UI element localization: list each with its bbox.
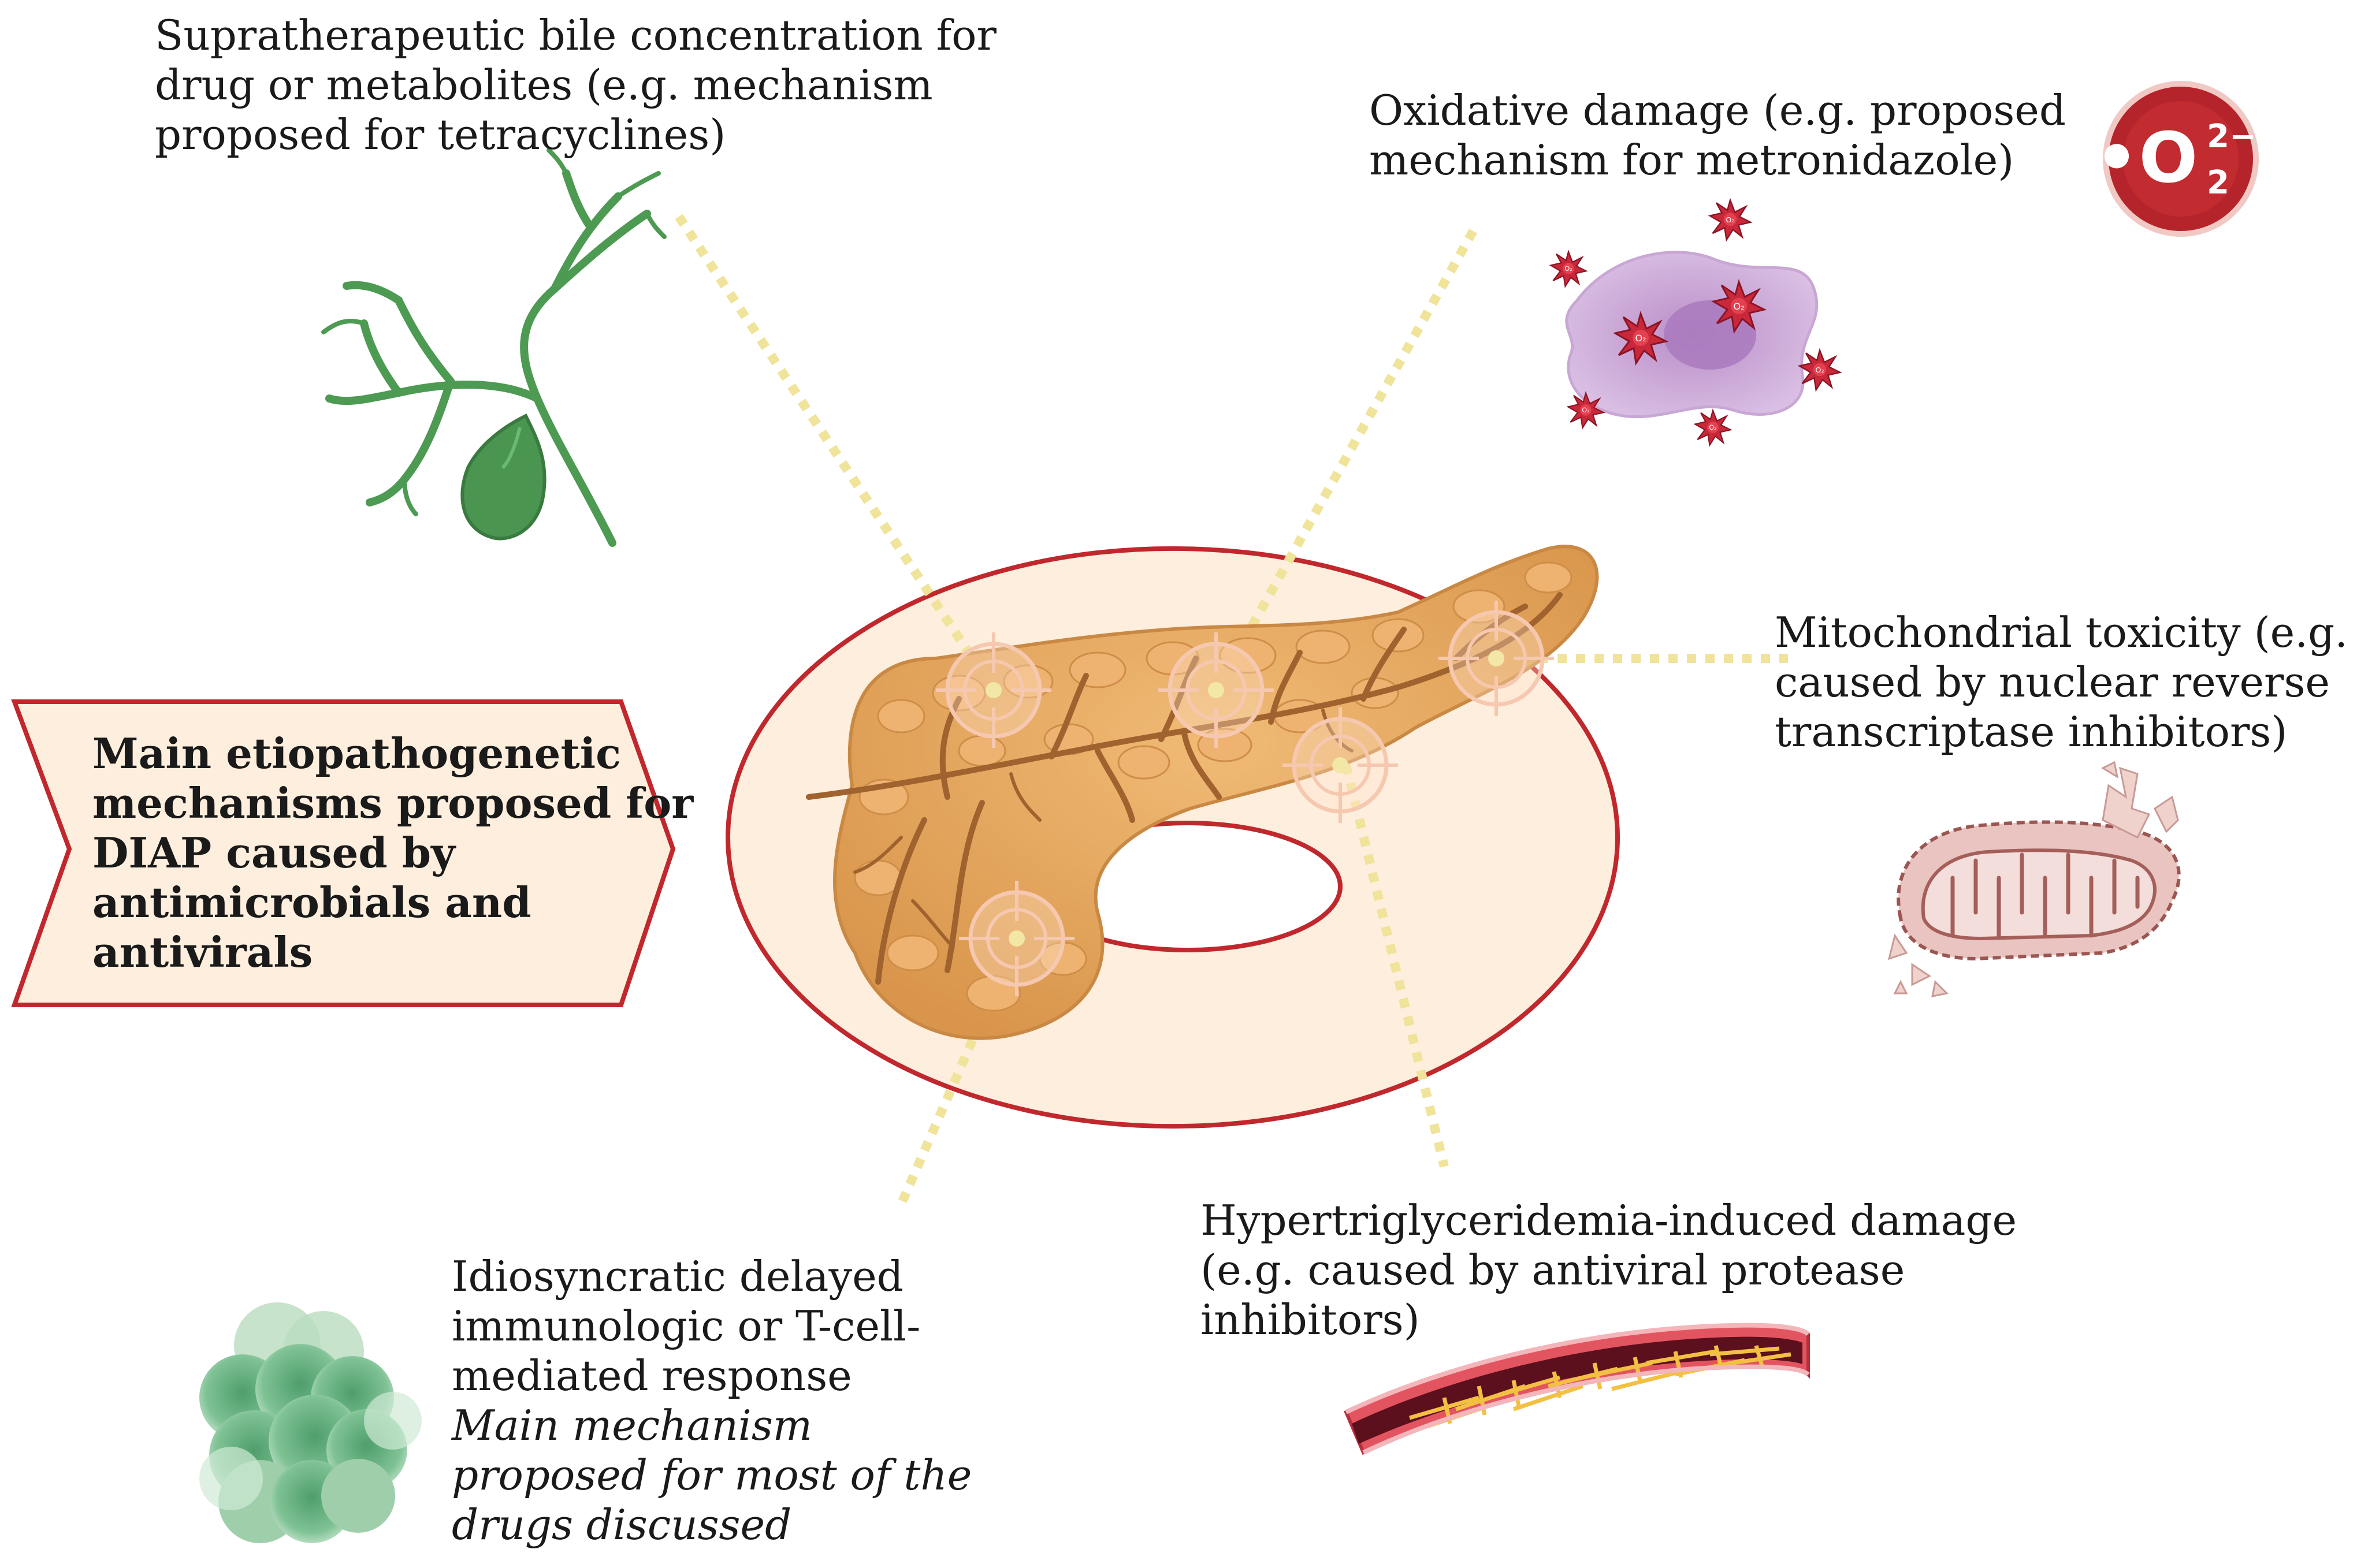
badge-subscript: 2 (2207, 164, 2229, 202)
main-title-line: antimicrobials and (92, 878, 531, 927)
hypertriglyceridemia-mechanism-label: Hypertriglyceridemia-induced damage (e.g… (1200, 1195, 2017, 1344)
oxidative-label-line: mechanism for metronidazole) (1369, 136, 2014, 184)
bile-label-line: drug or metabolites (e.g. mechanism (155, 61, 933, 109)
connector-bile (675, 214, 998, 693)
connector-oxidative (1212, 229, 1477, 692)
idiosyncratic-label-line: Idiosyncratic delayed (452, 1252, 904, 1301)
connector-hypertriglyceridemia (1341, 764, 1449, 1168)
idiosyncratic-note-line: drugs discussed (452, 1500, 792, 1549)
main-title-line: mechanisms proposed for (92, 779, 694, 828)
superoxide-badge-icon: •O 2− 2 (2095, 81, 2259, 237)
mitochondrial-label-line: transcriptase inhibitors) (1775, 707, 2288, 756)
idiosyncratic-label-line: immunologic or T-cell- (452, 1302, 921, 1350)
main-title-line: DIAP caused by (92, 828, 455, 877)
hypertriglyceridemia-label-line: (e.g. caused by antiviral protease (1200, 1246, 1905, 1294)
mitochondrial-mechanism-label: Mitochondrial toxicity (e.g. caused by n… (1775, 608, 2348, 757)
main-title-line: Main etiopathogenetic (92, 729, 621, 778)
idiosyncratic-note-line: proposed for most of the (452, 1451, 972, 1499)
oxidative-stress-cell-icon (1550, 199, 1841, 446)
mitochondrion-icon (1887, 761, 2181, 997)
gallbladder-biliary-tree-icon (321, 148, 667, 547)
main-mechanisms-title: Main etiopathogenetic mechanisms propose… (92, 729, 693, 977)
hypertriglyceridemia-label-line: Hypertriglyceridemia-induced damage (1200, 1196, 2017, 1245)
connector-idiosyncratic (897, 936, 1021, 1206)
idiosyncratic-note-line: Main mechanism (452, 1401, 813, 1450)
badge-symbol: •O (2095, 118, 2198, 199)
t-cell-cluster-icon (199, 1302, 422, 1543)
oxidative-mechanism-label: Oxidative damage (e.g. proposed mechanis… (1369, 85, 2066, 185)
oxidative-label-line: Oxidative damage (e.g. proposed (1369, 86, 2066, 135)
badge-superscript: 2− (2207, 118, 2256, 155)
main-title-line: antivirals (92, 928, 313, 977)
mitochondrial-label-line: Mitochondrial toxicity (e.g. (1775, 608, 2348, 657)
idiosyncratic-label-line: mediated response (452, 1351, 852, 1400)
bile-mechanism-label: Supratherapeutic bile concentration for … (155, 10, 997, 159)
hypertriglyceridemia-label-line: inhibitors) (1200, 1295, 1420, 1344)
main-arrow-box (11, 699, 676, 1007)
idiosyncratic-mechanism-label: Idiosyncratic delayed immunologic or T-c… (452, 1252, 972, 1550)
bile-label-line: Supratherapeutic bile concentration for (155, 11, 997, 59)
blood-vessel-lipids-icon (1344, 1323, 1810, 1455)
mitochondrial-label-line: caused by nuclear reverse (1775, 658, 2330, 706)
connector-lines (675, 214, 1788, 1206)
bile-label-line: proposed for tetracyclines) (155, 110, 726, 159)
